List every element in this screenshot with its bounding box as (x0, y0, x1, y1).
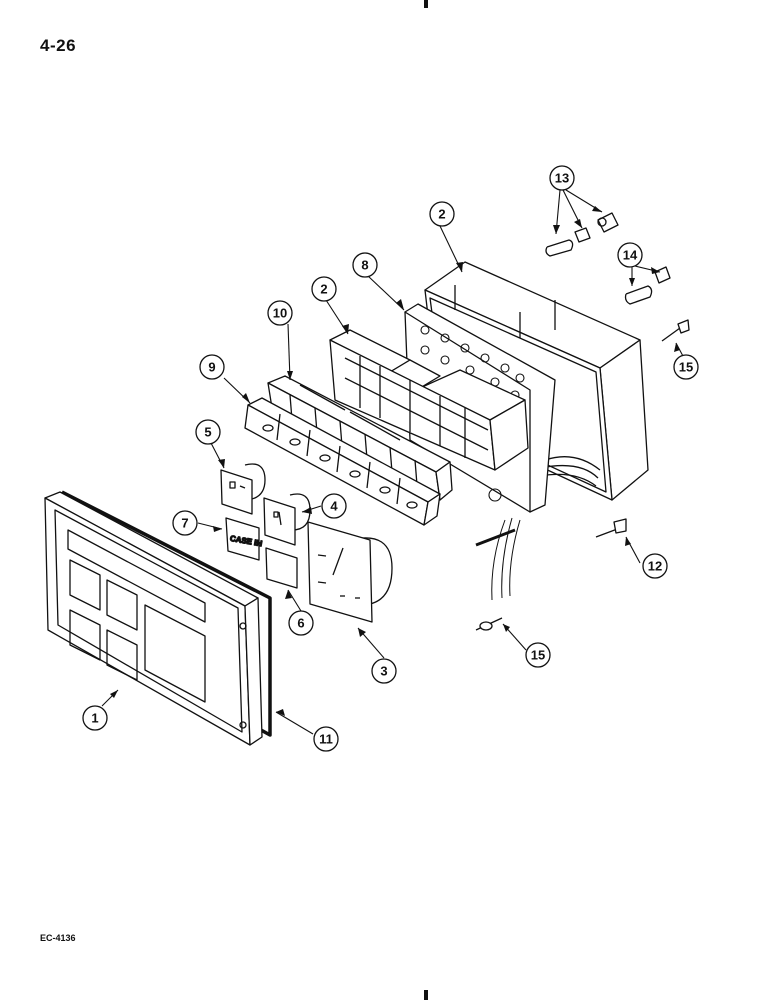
bulb-socket-small (624, 266, 671, 305)
callout-circles (82, 165, 699, 752)
callout-2b: 2 (320, 282, 327, 297)
callout-2a: 2 (438, 207, 445, 222)
front-housing (329, 329, 529, 471)
callout-3: 3 (380, 664, 387, 679)
indicator-module (263, 493, 311, 546)
callout-14: 14 (623, 248, 638, 263)
callout-6: 6 (297, 616, 304, 631)
callout-13: 13 (555, 171, 569, 186)
screw-lower (475, 617, 503, 631)
callout-11: 11 (319, 732, 333, 747)
panel-bezel (44, 491, 263, 746)
callout-4: 4 (330, 499, 338, 514)
gauge (307, 521, 393, 623)
case-badge: CASE IH (225, 517, 264, 561)
bulb-holder (595, 518, 627, 538)
callout-1: 1 (91, 711, 98, 726)
screw-upper (661, 319, 690, 342)
callout-5: 5 (204, 425, 211, 440)
callout-10: 10 (273, 306, 287, 321)
page-number: 4-26 (40, 36, 77, 55)
callout-15b: 15 (531, 648, 545, 663)
callout-15a: 15 (679, 360, 693, 375)
lens-strip (244, 397, 441, 526)
callout-9: 9 (208, 360, 215, 375)
binding-mark-bottom (424, 990, 428, 1000)
figure-code: EC-4136 (40, 933, 76, 943)
callout-7: 7 (181, 516, 188, 531)
callout-12: 12 (648, 559, 662, 574)
blank-plate (265, 547, 298, 589)
indicator-module-upper (220, 463, 266, 515)
callout-8: 8 (361, 258, 368, 273)
binding-mark-top (424, 0, 428, 8)
bulb-socket (545, 212, 619, 257)
